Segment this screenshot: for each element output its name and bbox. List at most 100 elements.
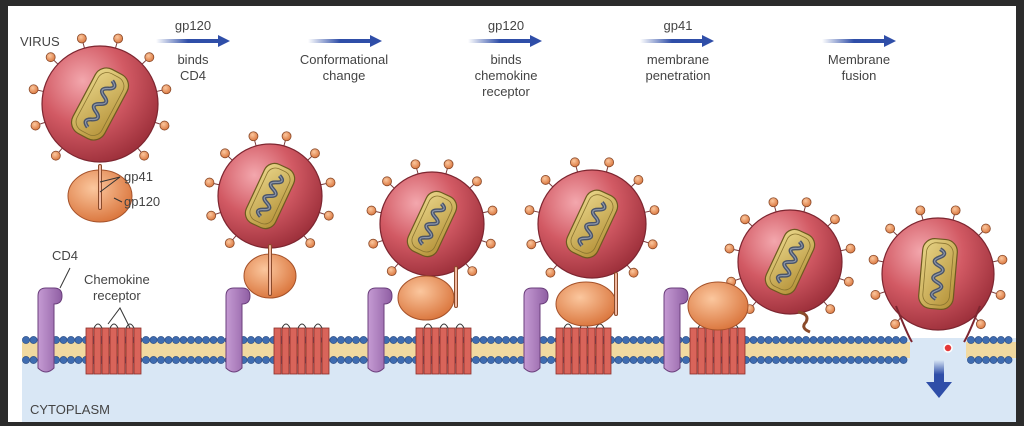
- envelope-spike: [915, 205, 926, 216]
- lipid-head: [22, 356, 30, 364]
- lipid-head: [29, 336, 38, 344]
- lipid-head: [247, 336, 255, 344]
- step-arrow-icon: [308, 35, 382, 47]
- cd4-protein: [367, 287, 393, 373]
- lipid-head: [802, 336, 810, 344]
- envelope-spike: [526, 239, 537, 250]
- envelope-spike: [467, 266, 478, 277]
- envelope-spike: [161, 84, 172, 95]
- lipid-head: [509, 336, 518, 344]
- fusion-down-arrow: [926, 343, 953, 398]
- gp120-protein: [687, 281, 749, 331]
- lipid-head: [172, 336, 180, 344]
- cd4-protein: [663, 287, 689, 373]
- step-gp120-binds-chemokine-receptor: gp120 binds chemokine receptor: [458, 18, 554, 100]
- envelope-spike: [975, 319, 986, 330]
- lipid-head: [974, 336, 983, 344]
- lipid-head: [892, 356, 900, 364]
- lipid-head: [59, 356, 68, 364]
- chemokine-receptor-line-2: receptor: [93, 288, 141, 303]
- lipid-head: [389, 336, 398, 344]
- envelope-spike: [281, 131, 292, 142]
- lipid-head: [652, 356, 660, 364]
- capsid: [918, 238, 958, 310]
- lipid-head: [749, 356, 758, 364]
- chemokine-receptor: [415, 323, 472, 375]
- envelope-spike: [801, 197, 812, 208]
- step-conformational-change: Conformational change: [284, 18, 404, 84]
- lipid-head: [329, 336, 338, 344]
- lipid-head: [397, 356, 405, 364]
- lipid-head: [1004, 336, 1013, 344]
- lipid-head: [337, 356, 345, 364]
- envelope-spike: [30, 120, 41, 131]
- lipid-head: [74, 356, 83, 364]
- envelope-spike: [76, 33, 87, 44]
- envelope-spike: [485, 238, 496, 249]
- envelope-spike: [159, 120, 170, 131]
- envelope-spike: [323, 210, 334, 221]
- lipid-head: [187, 336, 195, 344]
- lipid-head: [262, 356, 270, 364]
- lipid-head: [29, 356, 38, 364]
- envelope-spike: [248, 131, 259, 142]
- envelope-spike: [28, 84, 39, 95]
- envelope-spike: [524, 205, 535, 216]
- lipid-head: [149, 356, 158, 364]
- lipid-head: [644, 356, 653, 364]
- lipid-head: [614, 336, 623, 344]
- lipid-head: [389, 356, 398, 364]
- envelope-spike: [540, 175, 551, 185]
- step-caption-line: penetration: [645, 68, 711, 83]
- lipid-head: [254, 356, 263, 364]
- lipid-head: [892, 336, 900, 344]
- step-caption-line: binds: [490, 52, 522, 67]
- virus-particle: [204, 131, 336, 249]
- lipid-head: [974, 356, 983, 364]
- envelope-spike: [325, 177, 336, 188]
- lipid-head: [757, 336, 765, 344]
- step-arrow-icon: [156, 35, 230, 47]
- cell-membrane: [22, 336, 1016, 364]
- envelope-spike: [366, 205, 377, 216]
- envelope-spike: [995, 290, 1006, 300]
- lipid-head: [614, 356, 623, 364]
- lipid-head: [749, 336, 758, 344]
- lipid-head: [854, 356, 863, 364]
- lipid-head: [539, 336, 548, 344]
- gp41-label: gp41: [124, 169, 153, 184]
- step-top-label: gp41: [663, 18, 693, 33]
- lipid-head: [884, 356, 893, 364]
- envelope-spike: [144, 52, 155, 63]
- envelope-spike: [980, 223, 991, 234]
- label-pointers: [59, 176, 131, 329]
- envelope-spike: [487, 205, 498, 216]
- chemokine-receptor: [273, 323, 330, 375]
- envelope-spike: [113, 33, 124, 44]
- envelope-spike: [950, 205, 961, 216]
- hiv-entry-illustration: [22, 33, 1016, 398]
- lipid-head: [967, 336, 975, 344]
- step-gp120-binds-cd4: gp120 binds CD4: [148, 18, 238, 84]
- lipid-head: [209, 336, 218, 344]
- lipid-head: [547, 356, 555, 364]
- lipid-head: [832, 356, 840, 364]
- step-caption-line: chemokine: [474, 68, 538, 83]
- lipid-head: [209, 356, 218, 364]
- lipid-head: [682, 336, 690, 344]
- lipid-head: [629, 356, 638, 364]
- envelope-spike: [724, 243, 735, 254]
- step-arrow-icon: [468, 35, 542, 47]
- virus-label: VIRUS: [20, 34, 60, 49]
- lipid-head: [629, 336, 638, 344]
- lipid-head: [164, 336, 173, 344]
- lipid-head: [847, 336, 855, 344]
- step-caption-line: change: [322, 68, 366, 83]
- envelope-spike: [830, 214, 840, 225]
- step-arrow-icon: [640, 35, 714, 47]
- step-top-label: gp120: [174, 18, 212, 33]
- lipid-head: [817, 356, 825, 364]
- lipid-head: [404, 336, 413, 344]
- lipid-tails: [966, 342, 1016, 358]
- envelope-spike: [368, 238, 379, 249]
